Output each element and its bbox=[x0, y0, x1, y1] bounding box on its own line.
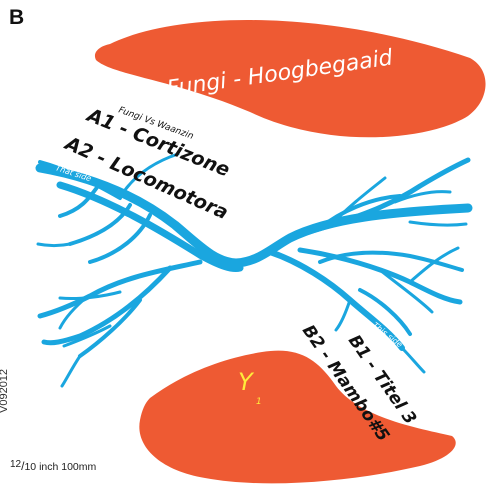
side-letter: B bbox=[9, 6, 25, 29]
that-side-label: That side bbox=[54, 163, 92, 183]
top-orange-shape bbox=[94, 20, 486, 138]
size-number: 12 bbox=[10, 459, 22, 470]
size-label: 12/10 inch 100mm bbox=[10, 459, 96, 473]
this-side-label: This side bbox=[371, 320, 404, 349]
river-network bbox=[35, 152, 473, 388]
size-text: 10 inch 100mm bbox=[24, 461, 97, 473]
logo-subscript: 1 bbox=[256, 397, 262, 407]
logo-letter: Y bbox=[238, 368, 255, 396]
size-slash: / bbox=[21, 459, 25, 473]
bottom-orange-shape bbox=[139, 350, 456, 484]
catalog-number: V092012 bbox=[0, 368, 10, 413]
